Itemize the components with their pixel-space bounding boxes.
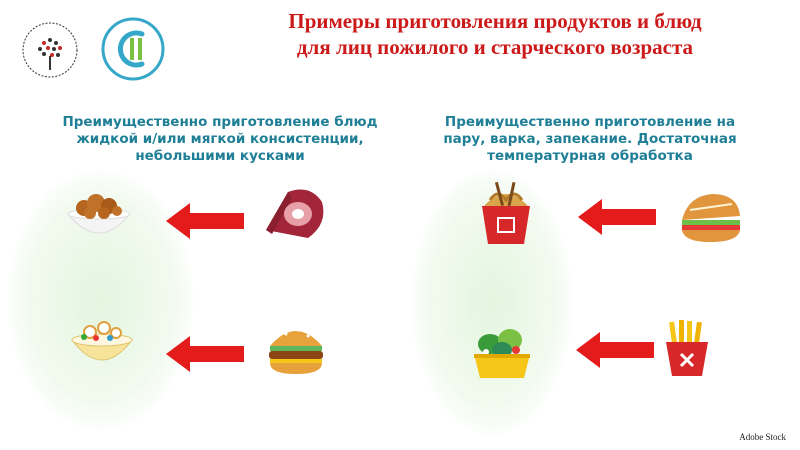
- institute-tree-logo: [14, 18, 86, 80]
- cereal-bowl-icon: [66, 310, 138, 374]
- left-heading-line-2: жидкой и/или мягкой консистенции,: [76, 131, 364, 147]
- right-column-heading: Преимущественно приготовление на пару, в…: [410, 114, 770, 165]
- ham-icon: [258, 184, 330, 246]
- red-arrow-left-4: [576, 330, 656, 370]
- salad-bowl-icon: [470, 320, 534, 384]
- left-heading-line-3: небольшими кусками: [135, 148, 305, 164]
- stock-credit: Adobe Stock: [739, 432, 786, 442]
- sandwich-icon: [678, 190, 744, 246]
- meatball-bowl-icon: [62, 186, 136, 246]
- c-letter-logo: [100, 16, 166, 82]
- red-arrow-left-1: [166, 201, 246, 241]
- title-line-2: для лиц пожилого и старческого возраста: [296, 35, 694, 59]
- fries-icon: [662, 318, 712, 378]
- page-title: Примеры приготовления продуктов и блюд д…: [200, 8, 790, 60]
- right-heading-line-2: пару, варка, запекание. Достаточная: [443, 131, 737, 147]
- red-arrow-left-3: [578, 197, 658, 237]
- right-heading-line-3: температурная обработка: [487, 148, 693, 164]
- left-column-heading: Преимущественно приготовление блюд жидко…: [40, 114, 400, 165]
- noodle-box-icon: [476, 180, 536, 246]
- title-line-1: Примеры приготовления продуктов и блюд: [288, 9, 702, 33]
- right-heading-line-1: Преимущественно приготовление на: [444, 114, 736, 130]
- burger-icon: [264, 318, 328, 380]
- left-heading-line-1: Преимущественно приготовление блюд: [62, 114, 378, 130]
- red-arrow-left-2: [166, 334, 246, 374]
